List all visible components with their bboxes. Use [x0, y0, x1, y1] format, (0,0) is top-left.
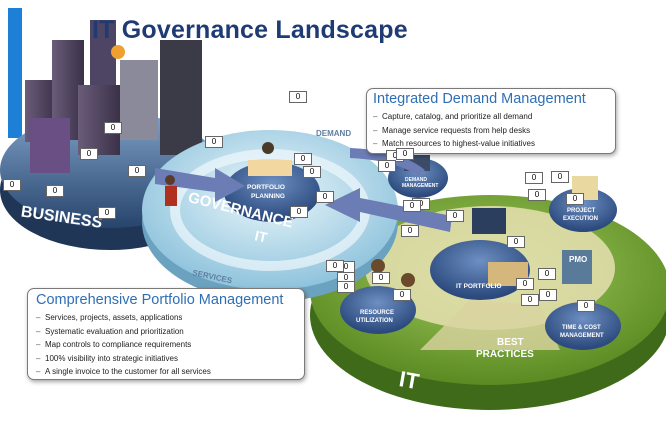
- placeholder-marker: 0: [372, 272, 390, 284]
- pmo-label: PMO: [569, 255, 587, 264]
- placeholder-marker: 0: [516, 278, 534, 290]
- callout-heading: Integrated Demand Management: [373, 91, 586, 107]
- placeholder-marker: 0: [80, 148, 98, 160]
- placeholder-marker: 0: [539, 289, 557, 301]
- it-portfolio-label: IT PORTFOLIO: [456, 283, 502, 290]
- placeholder-marker: 0: [446, 210, 464, 222]
- placeholder-marker: 0: [378, 160, 396, 172]
- list-item: Systematic evaluation and prioritization: [36, 325, 304, 339]
- placeholder-marker: 0: [577, 300, 595, 312]
- time-cost-disk: [545, 250, 621, 350]
- time-cost-label-1: TIME & COST: [562, 325, 601, 331]
- callout-heading: Comprehensive Portfolio Management: [36, 292, 284, 308]
- resource-utilization-label-1: RESOURCE: [360, 310, 394, 316]
- list-item: Manage service requests from help desks: [373, 124, 615, 138]
- list-item: Capture, catalog, and prioritize all dem…: [373, 110, 615, 124]
- list-item: Map controls to compliance requirements: [36, 338, 304, 352]
- placeholder-marker: 0: [538, 268, 556, 280]
- it-governance-label-1: IT: [253, 227, 269, 245]
- placeholder-marker: 0: [303, 166, 321, 178]
- placeholder-marker: 0: [326, 260, 344, 272]
- list-item: 100% visibility into strategic initiativ…: [36, 352, 304, 366]
- portfolio-planning-label-2: PLANNING: [251, 193, 285, 200]
- callout-list: Capture, catalog, and prioritize all dem…: [367, 110, 615, 151]
- callout-list: Services, projects, assets, applications…: [28, 311, 304, 379]
- placeholder-marker: 0: [525, 172, 543, 184]
- placeholder-marker: 0: [393, 289, 411, 301]
- project-execution-label-2: EXECUTION: [563, 216, 598, 222]
- placeholder-marker: 0: [507, 236, 525, 248]
- resource-utilization-label-2: UTILIZATION: [356, 318, 393, 324]
- list-item: A single invoice to the customer for all…: [36, 365, 304, 379]
- placeholder-marker: 0: [104, 122, 122, 134]
- best-practices-label-2: PRACTICES: [476, 349, 534, 360]
- list-item: Match resources to highest-value initiat…: [373, 137, 615, 151]
- placeholder-marker: 0: [396, 148, 414, 160]
- placeholder-marker: 0: [205, 136, 223, 148]
- placeholder-marker: 0: [528, 189, 546, 201]
- placeholder-marker: 0: [290, 206, 308, 218]
- accent-bar: [8, 8, 22, 138]
- portfolio-planning-label-1: PORTFOLIO: [247, 184, 285, 191]
- person-body-icon: [165, 186, 177, 206]
- placeholder-marker: 0: [401, 225, 419, 237]
- placeholder-marker: 0: [521, 294, 539, 306]
- person-icon: [165, 175, 175, 185]
- placeholder-marker: 0: [98, 207, 116, 219]
- it-portfolio-disk: [430, 208, 530, 300]
- placeholder-marker: 0: [316, 191, 334, 203]
- time-cost-label-2: MANAGEMENT: [560, 333, 604, 339]
- demand-management-callout: Integrated Demand Management Capture, ca…: [366, 88, 616, 154]
- placeholder-marker: 0: [294, 153, 312, 165]
- placeholder-marker: 0: [551, 171, 569, 183]
- list-item: Services, projects, assets, applications: [36, 311, 304, 325]
- placeholder-marker: 0: [289, 91, 307, 103]
- demand-management-label-2: MANAGEMENT: [402, 183, 438, 189]
- demand-ring-label: DEMAND: [316, 129, 351, 138]
- project-execution-label-1: PROJECT: [567, 208, 596, 214]
- placeholder-marker: 0: [46, 185, 64, 197]
- page-title: IT Governance Landscape: [92, 16, 408, 44]
- demand-management-label-1: DEMAND: [405, 177, 427, 183]
- placeholder-marker: 0: [403, 200, 421, 212]
- placeholder-marker: 0: [128, 165, 146, 177]
- portfolio-management-callout: Comprehensive Portfolio Management Servi…: [27, 288, 305, 380]
- placeholder-marker: 0: [566, 193, 584, 205]
- placeholder-marker: 0: [337, 281, 355, 293]
- buildings-icon: [25, 20, 202, 173]
- best-practices-label-1: BEST: [497, 337, 524, 348]
- placeholder-marker: 0: [3, 179, 21, 191]
